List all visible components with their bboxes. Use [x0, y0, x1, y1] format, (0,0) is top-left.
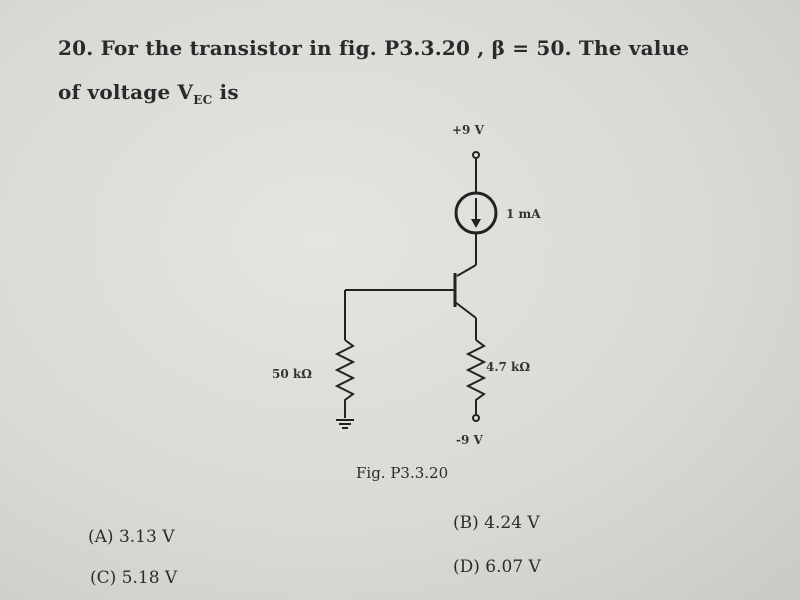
resistor-4k7-icon: [465, 339, 487, 414]
label-current: 1 mA: [506, 207, 541, 221]
option-c[interactable]: (C) 5.18 V: [90, 568, 178, 588]
terminal-neg: [472, 414, 480, 422]
figure-caption: Fig. P3.3.20: [356, 464, 448, 482]
label-base-resistor: 50 kΩ: [272, 367, 312, 381]
question-number: 20.: [58, 36, 94, 60]
question-line-2-suffix: is: [212, 80, 239, 104]
subscript: EC: [193, 93, 213, 107]
resistor-50k-icon: [334, 339, 356, 418]
question-text: 20. For the transistor in fig. P3.3.20 ,…: [58, 26, 689, 122]
label-pos-supply: +9 V: [452, 123, 485, 137]
option-d[interactable]: (D) 6.07 V: [453, 557, 541, 577]
option-b[interactable]: (B) 4.24 V: [453, 513, 540, 533]
terminal-pos: [472, 151, 480, 159]
option-a[interactable]: (A) 3.13 V: [88, 527, 175, 547]
label-emitter-resistor: 4.7 kΩ: [486, 360, 530, 374]
label-neg-supply: -9 V: [456, 433, 484, 447]
question-line-2: of voltage V: [58, 80, 194, 104]
question-line-1: For the transistor in fig. P3.3.20 , β =…: [100, 36, 690, 60]
